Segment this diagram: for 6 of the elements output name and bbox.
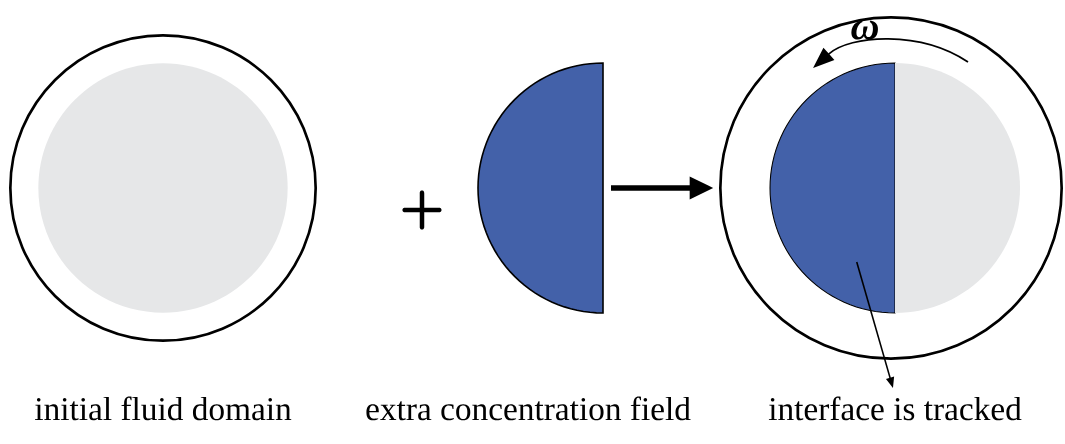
plus-sign: + (402, 190, 442, 230)
node-label: extra concentration field (366, 396, 691, 421)
omega-label: ω (851, 20, 878, 40)
node-label: interface is tracked (768, 396, 1022, 421)
fluid-disk (38, 63, 288, 313)
node-label: initial fluid domain (35, 396, 292, 421)
